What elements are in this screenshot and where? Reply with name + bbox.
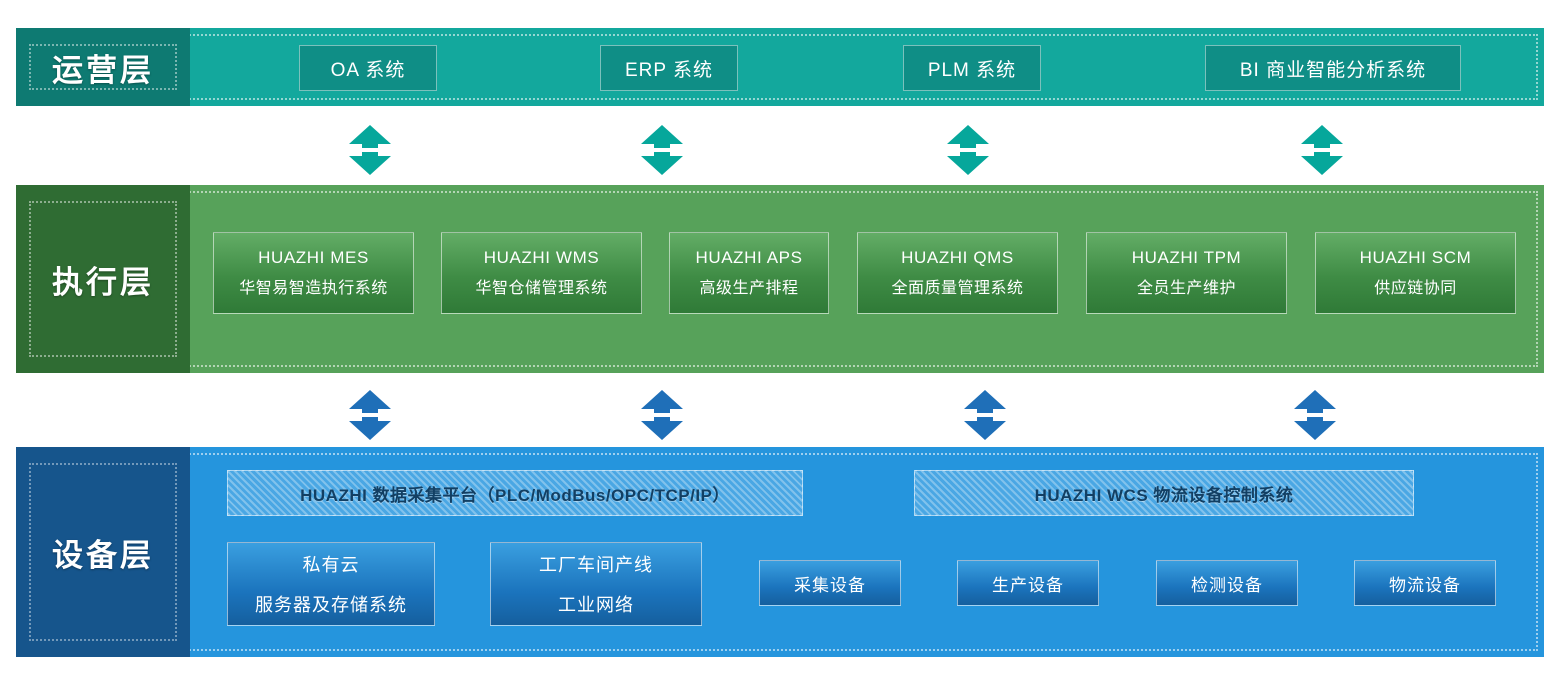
execution-layer-band: 执行层 HUAZHI MES 华智易智造执行系统 HUAZHI WMS 华智仓储管理系…	[16, 185, 1544, 373]
execution-module-box[interactable]: HUAZHI QMS 全面质量管理系统	[857, 232, 1058, 314]
bidirectional-arrow-icon	[347, 389, 393, 441]
operations-layer-label: 运营层	[16, 28, 190, 106]
device-infrastructure-line2: 工业网络	[558, 595, 634, 615]
operations-system-box[interactable]: ERP 系统	[600, 45, 738, 91]
execution-module-name-cn: 华智仓储管理系统	[475, 280, 608, 297]
operations-system-label: PLM 系统	[927, 59, 1017, 81]
device-layer-band: 设备层 HUAZHI 数据采集平台（PLC/ModBus/OPC/TCP/IP）…	[16, 447, 1544, 657]
execution-module-box[interactable]: HUAZHI WMS 华智仓储管理系统	[441, 232, 642, 314]
operations-layer-title: 运营层	[52, 52, 154, 88]
execution-layer-label: 执行层	[16, 185, 190, 373]
execution-module-box[interactable]: HUAZHI TPM 全员生产维护	[1086, 232, 1287, 314]
device-equipment-label: 检测设备	[1191, 575, 1263, 595]
device-equipment-box[interactable]: 检测设备	[1156, 560, 1298, 606]
device-layer-label: 设备层	[16, 447, 190, 657]
operations-system-box[interactable]: PLM 系统	[903, 45, 1041, 91]
device-platform-label: HUAZHI WCS 物流设备控制系统	[1034, 485, 1294, 505]
execution-layer-title: 执行层	[52, 264, 154, 300]
device-equipment-box[interactable]: 物流设备	[1354, 560, 1496, 606]
execution-module-name-cn: 高级生产排程	[699, 280, 799, 297]
execution-module-name-en: HUAZHI APS	[695, 248, 803, 267]
label-inset-border	[29, 201, 177, 357]
operations-systems-container: OA 系统 ERP 系统 PLM 系统 BI 商业智能分析系统	[190, 28, 1544, 106]
device-equipment-label: 采集设备	[794, 575, 866, 595]
device-platform-banner[interactable]: HUAZHI WCS 物流设备控制系统	[914, 470, 1414, 516]
device-equipment-box[interactable]: 采集设备	[759, 560, 901, 606]
label-inset-border	[29, 463, 177, 641]
operations-system-label: OA 系统	[330, 59, 406, 81]
operations-system-label: ERP 系统	[624, 59, 713, 81]
execution-module-name-cn: 全员生产维护	[1136, 280, 1236, 297]
device-platform-banner[interactable]: HUAZHI 数据采集平台（PLC/ModBus/OPC/TCP/IP）	[227, 470, 803, 516]
device-infrastructure-line2: 服务器及存储系统	[255, 595, 407, 615]
device-infrastructure-line1: 工厂车间产线	[539, 555, 653, 575]
execution-module-name-en: HUAZHI TPM	[1131, 248, 1242, 267]
execution-module-name-en: HUAZHI MES	[258, 248, 369, 267]
device-equipment-label: 生产设备	[992, 575, 1064, 595]
execution-module-box[interactable]: HUAZHI SCM 供应链协同	[1315, 232, 1516, 314]
device-platform-label: HUAZHI 数据采集平台（PLC/ModBus/OPC/TCP/IP）	[300, 485, 730, 505]
operations-system-label: BI 商业智能分析系统	[1239, 59, 1427, 81]
execution-module-box[interactable]: HUAZHI APS 高级生产排程	[669, 232, 829, 314]
device-equipment-box[interactable]: 生产设备	[957, 560, 1099, 606]
execution-module-name-cn: 全面质量管理系统	[891, 280, 1024, 297]
operations-system-box[interactable]: OA 系统	[299, 45, 437, 91]
execution-module-name-en: HUAZHI WMS	[483, 248, 600, 267]
bidirectional-arrow-icon	[1292, 389, 1338, 441]
device-infrastructure-box[interactable]: 工厂车间产线工业网络	[490, 542, 702, 626]
device-layer-title: 设备层	[52, 537, 154, 573]
execution-module-name-en: HUAZHI SCM	[1359, 248, 1472, 267]
execution-module-box[interactable]: HUAZHI MES 华智易智造执行系统	[213, 232, 414, 314]
bidirectional-arrow-icon	[962, 389, 1008, 441]
device-equipment-label: 物流设备	[1389, 575, 1461, 595]
operations-layer-band: 运营层 OA 系统 ERP 系统 PLM 系统 BI 商业智能分析系统	[16, 28, 1544, 106]
execution-module-name-cn: 华智易智造执行系统	[239, 280, 388, 297]
bidirectional-arrow-icon	[639, 124, 685, 176]
bidirectional-arrow-icon	[1299, 124, 1345, 176]
bidirectional-arrow-icon	[945, 124, 991, 176]
device-infrastructure-line1: 私有云	[302, 555, 360, 575]
operations-system-box[interactable]: BI 商业智能分析系统	[1205, 45, 1461, 91]
label-inset-border	[29, 44, 177, 90]
bidirectional-arrow-icon	[639, 389, 685, 441]
device-infrastructure-box[interactable]: 私有云服务器及存储系统	[227, 542, 435, 626]
execution-module-name-cn: 供应链协同	[1374, 280, 1457, 297]
device-content-container: HUAZHI 数据采集平台（PLC/ModBus/OPC/TCP/IP） HUAZ…	[190, 447, 1544, 657]
execution-module-name-en: HUAZHI QMS	[901, 248, 1014, 267]
bidirectional-arrow-icon	[347, 124, 393, 176]
